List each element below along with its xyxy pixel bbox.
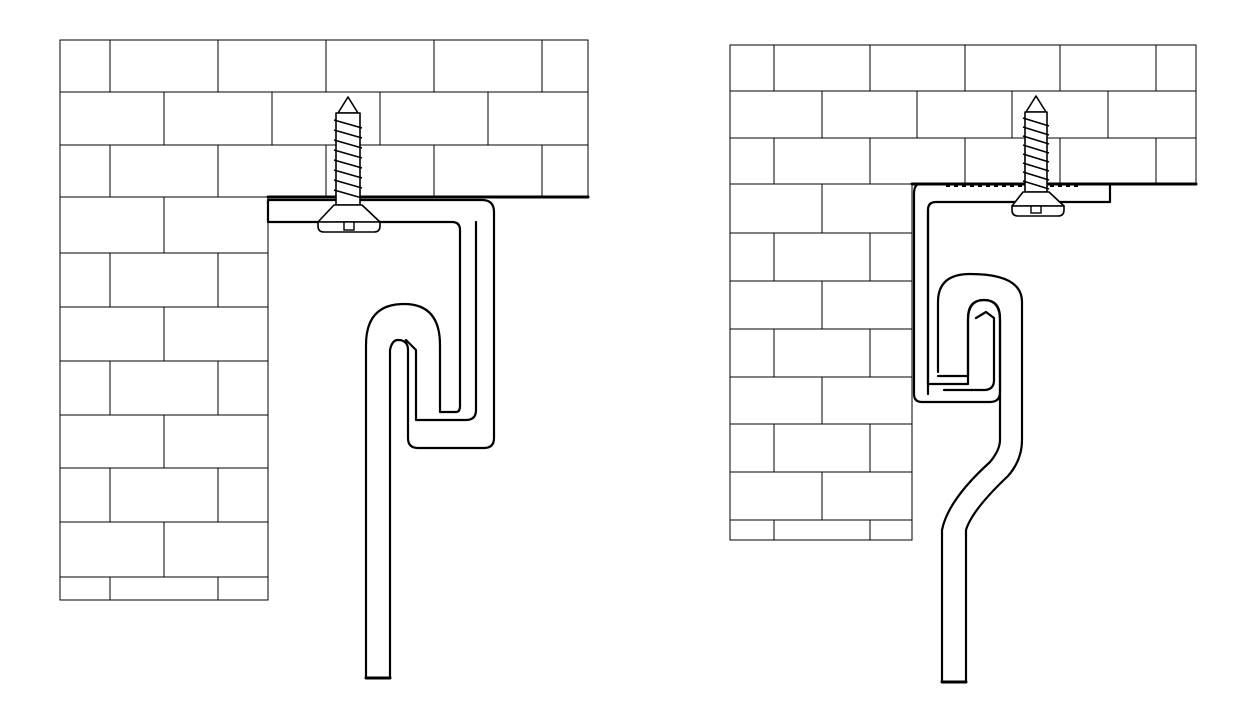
panel-left <box>59 39 590 680</box>
brick-wall-right <box>729 44 1198 541</box>
screw-left-icon <box>317 96 381 233</box>
brick-wall-left <box>59 39 590 601</box>
bracket-right <box>912 182 1112 684</box>
bracket-left <box>266 198 496 680</box>
panel-right <box>729 44 1198 684</box>
screw-right-icon <box>1011 95 1065 217</box>
